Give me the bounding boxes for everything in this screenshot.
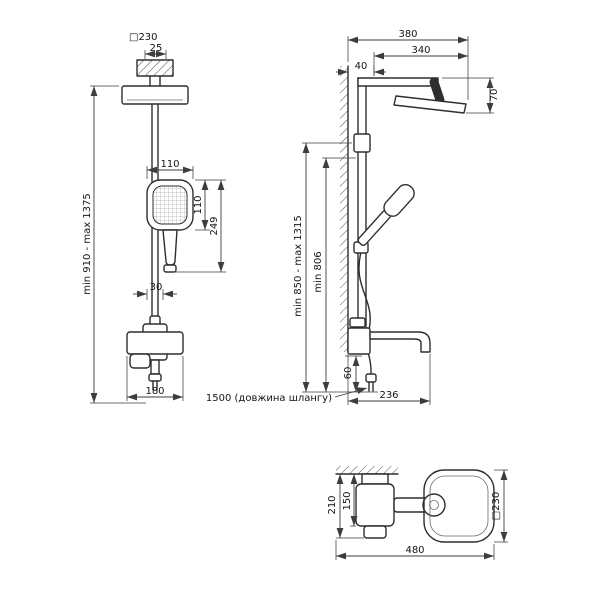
wall-section (340, 65, 349, 353)
wall-hatch (336, 466, 398, 474)
svg-text:480: 480 (405, 545, 424, 556)
svg-text:min 806: min 806 (313, 251, 324, 292)
dim-top-body-depth: 150 (342, 474, 358, 527)
spout-end (422, 493, 446, 517)
mixer-spout (369, 331, 431, 353)
svg-text:110: 110 (193, 195, 204, 214)
svg-text:236: 236 (379, 390, 398, 401)
svg-text:30: 30 (150, 282, 163, 293)
dim-front-height-range: min 910 - max 1375 (82, 85, 146, 404)
dim-handset-length: 249 (172, 180, 226, 273)
svg-text:70: 70 (489, 89, 500, 102)
front-view: □230 25 min 910 - max 1375 110 110 (82, 32, 226, 404)
svg-text:340: 340 (411, 45, 430, 56)
mixer-side (347, 317, 431, 355)
dim-head-drop: 70 (442, 77, 500, 114)
svg-text:380: 380 (398, 29, 417, 40)
mixer-lever (349, 317, 366, 328)
front-top-bracket (136, 59, 174, 89)
dim-front-head-offset: 25 (144, 43, 167, 59)
hand-shower-head (383, 183, 415, 217)
svg-text:40: 40 (355, 61, 368, 72)
svg-text:min 910 - max 1375: min 910 - max 1375 (82, 193, 93, 295)
dim-top-head-size: □230 (491, 469, 508, 543)
hose-length-callout: 1500 (довжина шлангу) (206, 387, 368, 404)
dim-top-total-width: 480 (335, 540, 495, 560)
dim-spout-reach: 236 (347, 354, 431, 405)
dim-top-total-depth: 210 (327, 474, 364, 539)
side-view: 380 340 40 70 min 850 - max 1315 (206, 29, 500, 405)
svg-text:60: 60 (343, 367, 354, 380)
wall-hatch (137, 60, 173, 76)
mixer-lever-top (363, 525, 387, 539)
hose-nut-front (148, 373, 162, 382)
shower-column-side (353, 77, 467, 337)
top-view: 210 150 □230 480 (327, 466, 508, 560)
rain-head-side (393, 95, 467, 114)
hand-shower-face (152, 185, 188, 225)
wall-hatch (340, 66, 348, 352)
dim-handset-width: 110 (146, 159, 194, 179)
svg-text:□230: □230 (491, 492, 502, 521)
svg-text:25: 25 (150, 43, 163, 54)
wall-section-top (335, 466, 399, 475)
mixer-front (126, 315, 184, 391)
hose-nut (365, 373, 377, 383)
hand-shower-front (146, 179, 194, 273)
dim-total-depth: 380 (347, 29, 469, 100)
height-adjust-joint (353, 133, 371, 153)
hand-shower-side (353, 183, 415, 254)
dim-wall-offset: 40 (336, 61, 386, 76)
wall-mount (361, 473, 389, 485)
svg-text:150: 150 (342, 491, 353, 510)
svg-text:180: 180 (145, 386, 164, 397)
dim-spout-drop: 60 (343, 355, 362, 392)
mixer-top (355, 473, 446, 539)
dim-mixer-width: 180 (126, 356, 184, 401)
svg-text:210: 210 (327, 495, 338, 514)
dim-head-depth: 340 (373, 45, 468, 76)
mixer-body (347, 327, 371, 355)
dim-front-head-size: □230 (129, 32, 158, 43)
top-arm (357, 77, 439, 87)
arm-elbow (429, 77, 445, 105)
mixer-body-top (355, 483, 395, 527)
hand-shower-handle (357, 209, 392, 247)
hand-shower-handle (162, 229, 178, 266)
svg-text:110: 110 (160, 159, 179, 170)
hose-length-label: 1500 (довжина шлангу) (206, 393, 332, 404)
rain-head-front (121, 85, 189, 105)
dim-rail-height: min 806 (313, 158, 330, 392)
spout-front (129, 353, 151, 369)
dim-rail-width: 30 (133, 282, 177, 300)
rain-head-top (423, 469, 495, 543)
svg-text:min 850 - max 1315: min 850 - max 1315 (293, 215, 304, 317)
svg-text:249: 249 (209, 216, 220, 235)
